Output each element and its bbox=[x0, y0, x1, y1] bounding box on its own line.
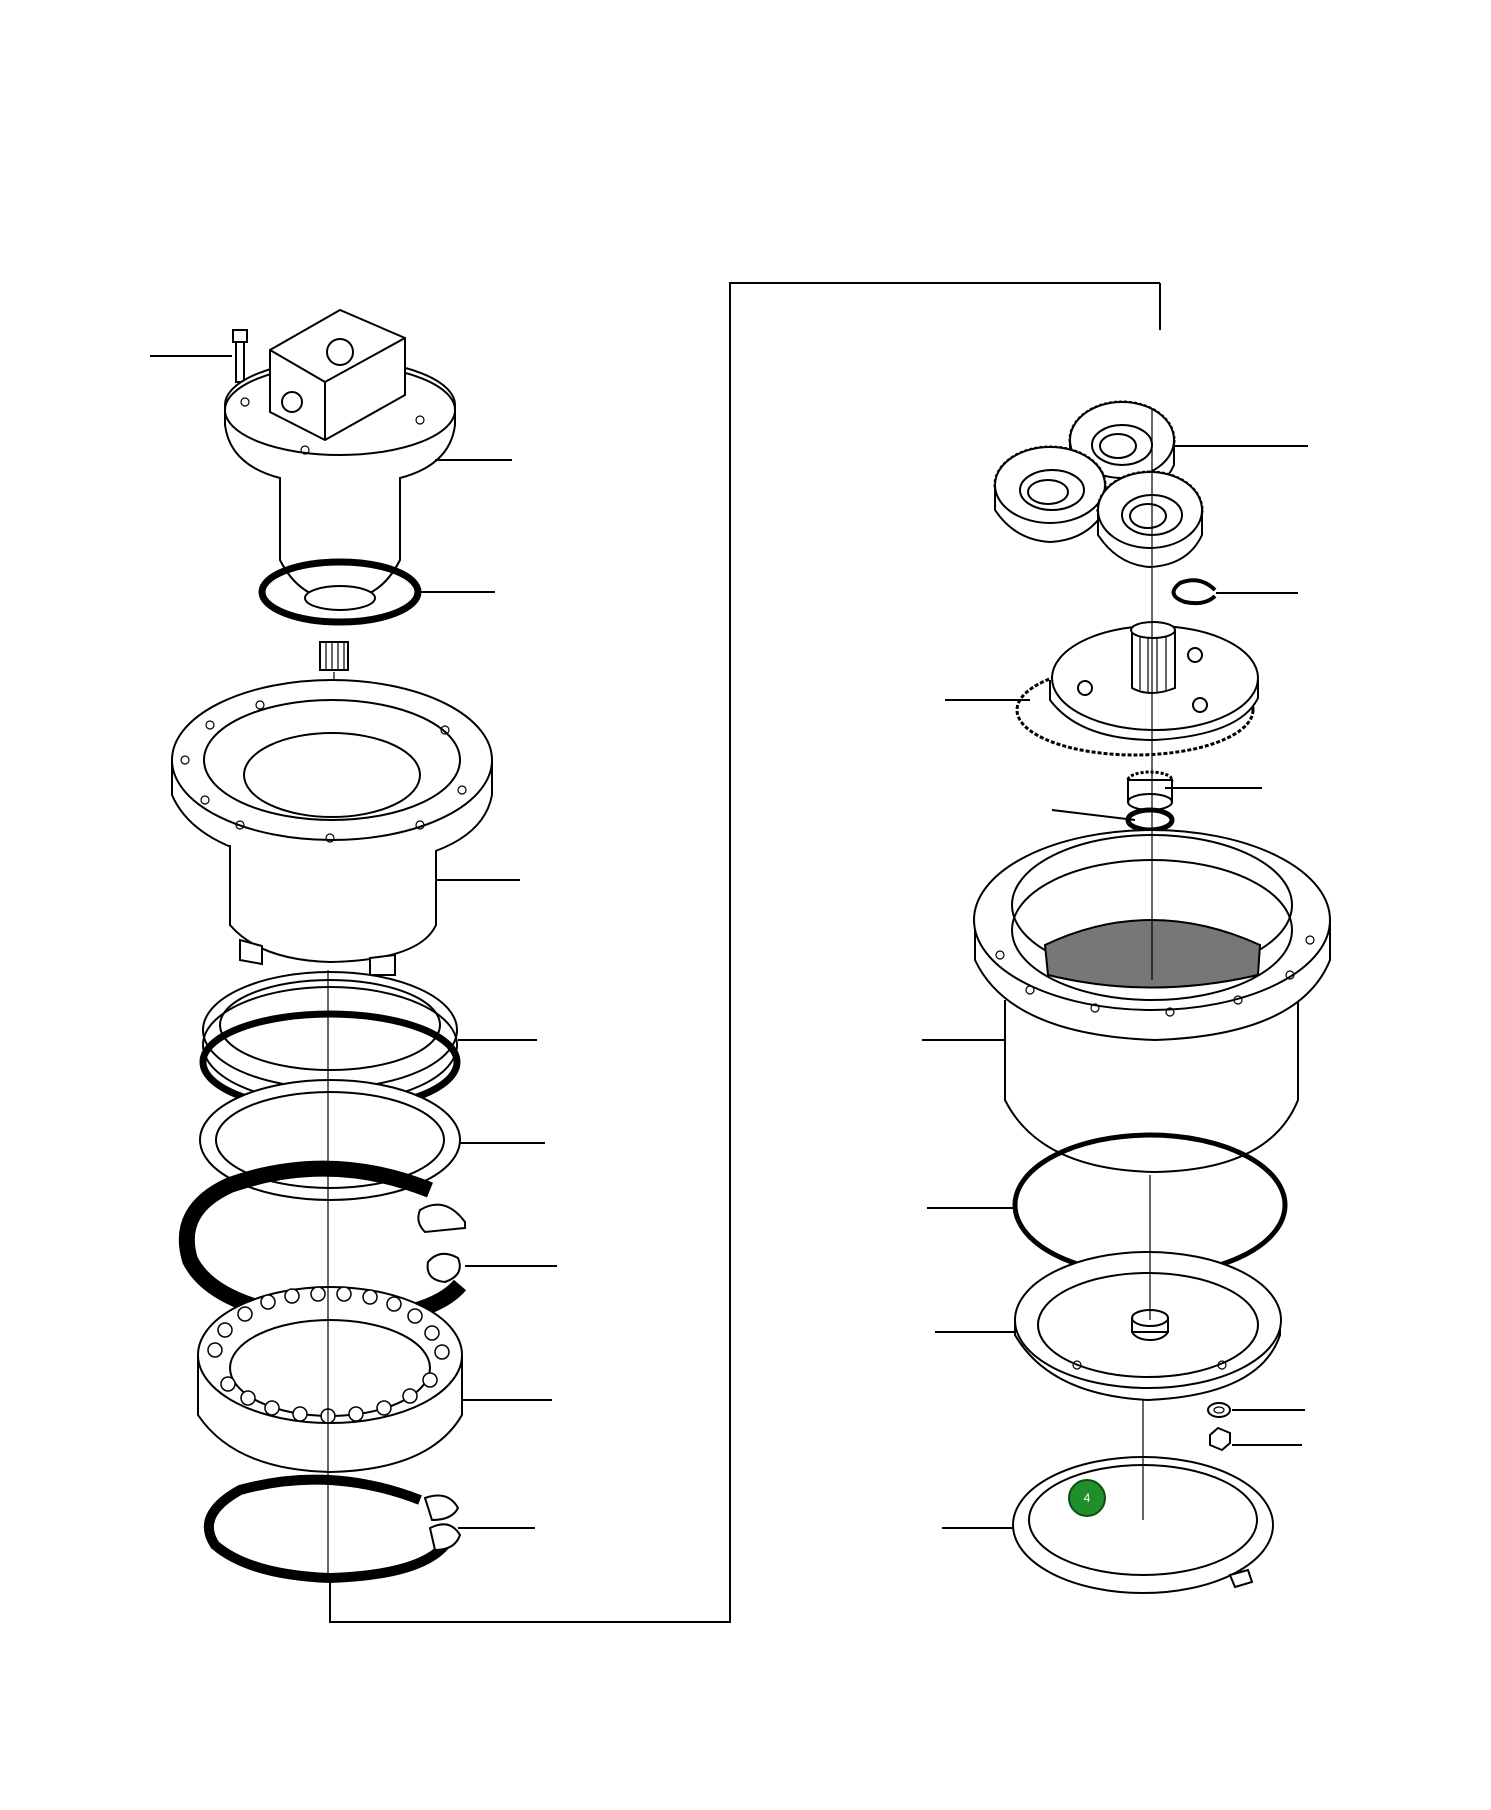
right-leader-lines bbox=[922, 445, 1308, 1529]
callout-marker[interactable]: 4 bbox=[1068, 1479, 1106, 1517]
cover-plate bbox=[1014, 1251, 1282, 1402]
flange-housing bbox=[171, 679, 493, 976]
planet-gears bbox=[993, 400, 1204, 569]
washer-small bbox=[1207, 1402, 1231, 1418]
circlip bbox=[1171, 578, 1217, 606]
roller-bearing bbox=[197, 1286, 463, 1474]
planet-carrier bbox=[1015, 621, 1259, 757]
callout-label: 4 bbox=[1083, 1491, 1091, 1505]
left-leader-lines bbox=[150, 355, 557, 1529]
snap-ring-lower bbox=[203, 1474, 462, 1584]
motor-housing bbox=[224, 308, 456, 611]
sun-gear bbox=[1126, 770, 1174, 811]
nut-small bbox=[1209, 1426, 1231, 1452]
assembly-connector-lines bbox=[329, 282, 1161, 1623]
